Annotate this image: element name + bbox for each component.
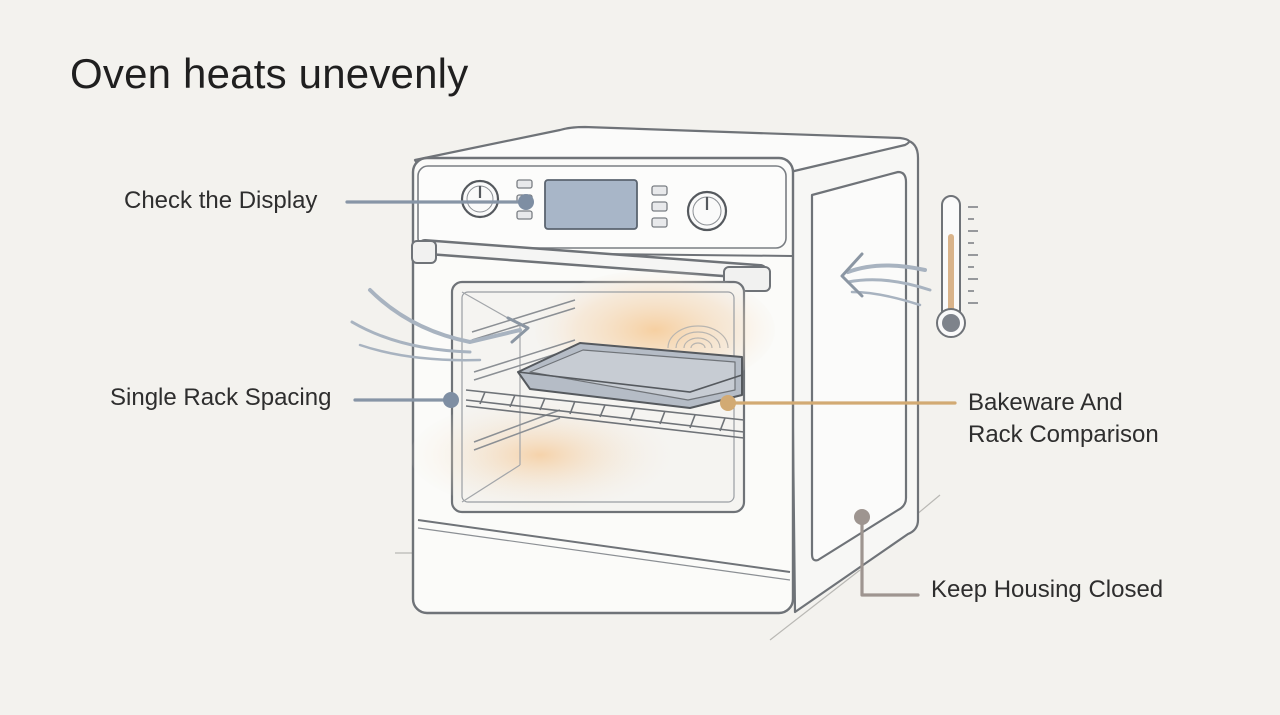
right-knob	[686, 190, 728, 232]
right-buttons	[651, 185, 668, 228]
left-knob	[460, 179, 500, 219]
leader-housing	[854, 509, 920, 597]
airflow-arrow-left	[350, 288, 530, 362]
leader-bakeware	[720, 395, 957, 411]
callout-single-rack-spacing: Single Rack Spacing	[110, 384, 332, 411]
page-title: Oven heats unevenly	[70, 50, 469, 97]
thermometer-icon	[936, 195, 978, 338]
callout-keep-housing-closed: Keep Housing Closed	[931, 576, 1164, 603]
door-handle	[411, 239, 771, 292]
convection-fan	[667, 325, 729, 349]
leader-display	[345, 194, 534, 210]
airflow-arrow-right	[840, 252, 932, 307]
callout-bakeware-line1: Bakeware And	[968, 389, 1123, 416]
callout-check-display: Check the Display	[124, 187, 318, 214]
callout-bakeware-rack: Bakeware And Rack Comparison	[968, 387, 1159, 451]
leader-rack	[353, 392, 459, 408]
oven-rack	[465, 389, 745, 439]
callout-bakeware-line2: Rack Comparison	[968, 421, 1159, 448]
display-screen	[544, 179, 638, 230]
oven-side	[788, 138, 920, 614]
oven-drawer	[417, 519, 791, 581]
baking-pan	[517, 342, 743, 409]
